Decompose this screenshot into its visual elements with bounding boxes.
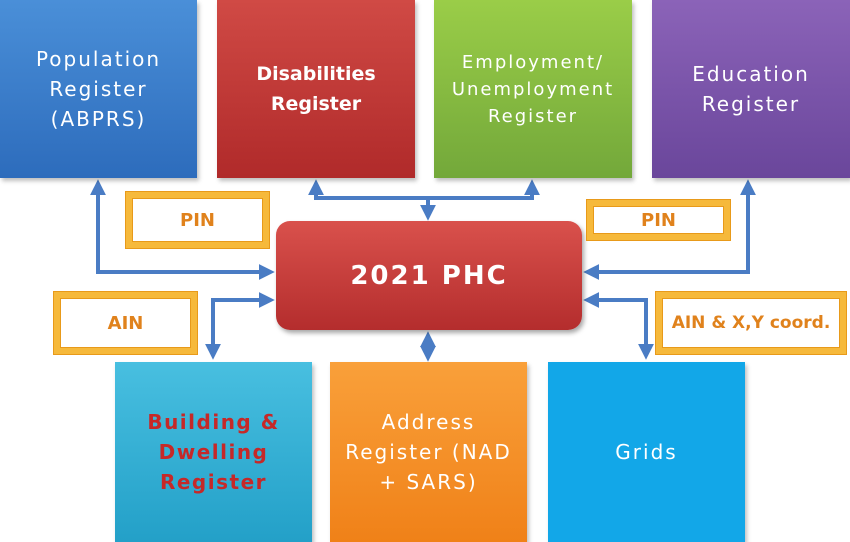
disabilities-register-box: Disabilities Register <box>217 0 415 178</box>
education-register-label: Education Register <box>692 62 810 116</box>
arrow-phc-building <box>205 292 275 360</box>
building-dwelling-register-box: Building & Dwelling Register <box>115 362 312 542</box>
arrow-disabilities-branch <box>308 179 540 200</box>
grids-box: Grids <box>548 362 745 542</box>
pin-label-left: PIN <box>126 192 269 248</box>
phc-label: 2021 PHC <box>350 260 508 291</box>
arrow-phc-grids <box>583 292 654 360</box>
education-register-box: Education Register <box>652 0 850 178</box>
population-register-box: Population Register (ABPRS) <box>0 0 197 178</box>
ain-label-left: AIN <box>54 292 197 354</box>
pin-label-right: PIN <box>587 200 730 240</box>
population-register-label: Population Register (ABPRS) <box>35 47 162 131</box>
address-register-box: Address Register (NAD + SARS) <box>330 362 527 542</box>
building-dwelling-register-label: Building & Dwelling Register <box>147 410 280 494</box>
address-register-label: Address Register (NAD + SARS) <box>345 410 512 494</box>
arrow-population-phc <box>90 179 275 280</box>
disabilities-register-label: Disabilities Register <box>256 63 376 115</box>
employment-register-box: Employment/ Unemployment Register <box>434 0 632 178</box>
phc-box: 2021 PHC <box>276 221 582 330</box>
grids-label: Grids <box>615 440 678 464</box>
ain-xy-label-right: AIN & X,Y coord. <box>656 292 846 354</box>
employment-register-label: Employment/ Unemployment Register <box>451 51 615 127</box>
arrow-education-phc <box>583 179 756 280</box>
